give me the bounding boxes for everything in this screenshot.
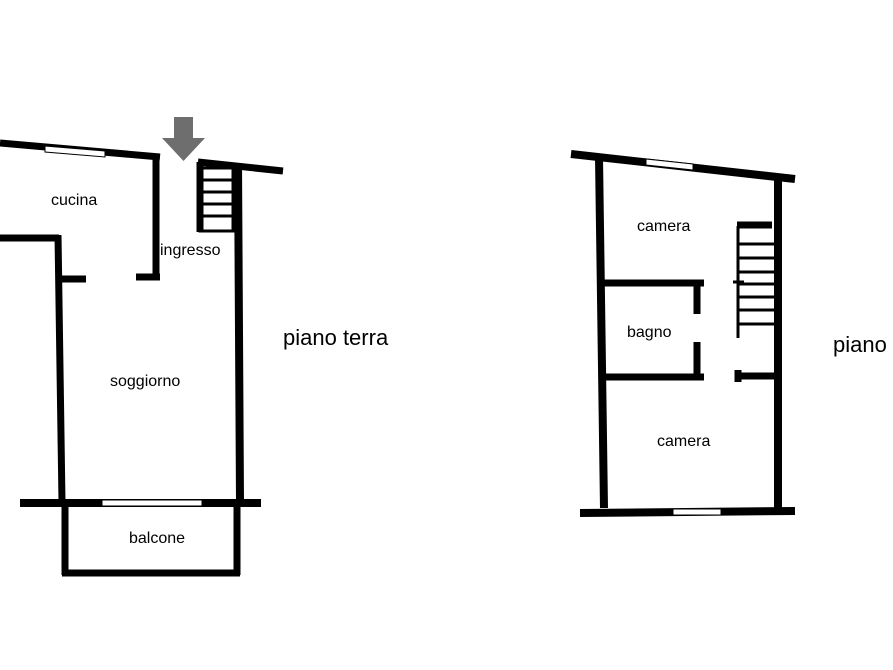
room-label-soggiorno: soggiorno	[110, 373, 180, 390]
ground-stairs	[198, 166, 235, 233]
floor-label-ground: piano terra	[283, 325, 389, 350]
upper-floor-plan: camera bagno camera piano	[570, 150, 887, 517]
upper-top-window	[645, 158, 694, 171]
living-window	[101, 499, 203, 507]
living-bottom-wall	[20, 499, 261, 507]
room-label-ingresso: ingresso	[160, 242, 221, 259]
upper-left-wall	[595, 156, 608, 509]
room-label-camera-bottom: camera	[657, 433, 710, 450]
upper-stairs	[733, 226, 776, 338]
kitchen-window	[44, 145, 106, 158]
upper-top-wall	[570, 150, 796, 183]
entry-arrow-icon	[162, 117, 205, 161]
kitchen-top-wall	[0, 139, 161, 161]
floor-label-upper: piano	[833, 332, 887, 357]
ground-floor-plan: cucina ingresso soggiorno balcone piano …	[0, 117, 389, 577]
bathroom-walls	[601, 279, 704, 381]
balcony-walls	[61, 503, 241, 577]
room-label-camera-top: camera	[637, 218, 690, 235]
room-label-balcone: balcone	[129, 530, 185, 547]
room-label-cucina: cucina	[51, 192, 97, 209]
room-label-bagno: bagno	[627, 324, 672, 341]
upper-bottom-wall	[579, 507, 796, 517]
ground-right-wall	[234, 162, 244, 503]
living-left-wall	[54, 234, 66, 503]
upper-bottom-window	[672, 508, 722, 516]
